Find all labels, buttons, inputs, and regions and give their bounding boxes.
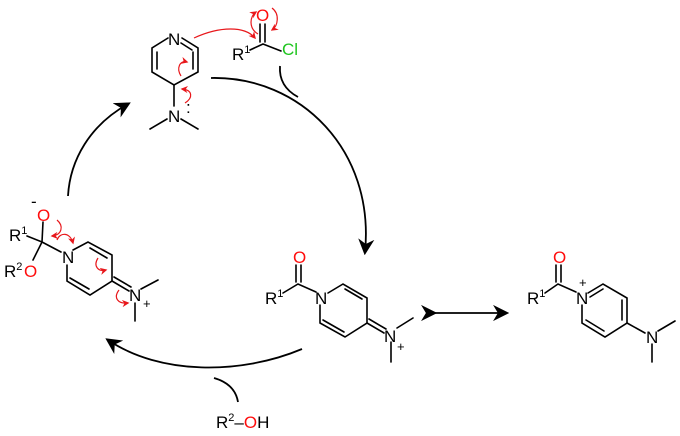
dmap-molecule: N N :: [149, 28, 256, 130]
acyl-chloride-inflow: [279, 65, 299, 98]
positive-charge: +: [397, 339, 405, 354]
carbonyl-oxygen: O: [553, 248, 566, 267]
dmap-amine-nitrogen: N: [168, 107, 180, 126]
alcohol-inflow: [213, 377, 239, 403]
amine-nitrogen: N: [646, 328, 658, 347]
r2-oh-label: R2–OH: [216, 412, 269, 432]
pyridine-nitrogen: N: [62, 248, 74, 267]
pyridinium-nitrogen: N: [576, 289, 588, 308]
cycle-arrow-release: [67, 102, 131, 197]
alcohol-reagent: R2–OH: [216, 412, 269, 432]
positive-charge: +: [143, 296, 151, 311]
r1-label: R1: [527, 288, 545, 308]
ether-oxygen: O: [24, 262, 37, 281]
positive-charge: +: [579, 275, 587, 290]
carbonyl-oxygen: O: [256, 6, 269, 25]
pyridine-nitrogen: N: [315, 289, 327, 308]
dmap-ring-nitrogen: N: [168, 30, 180, 49]
iminium-nitrogen: N: [129, 286, 141, 305]
r1-label: R1: [9, 225, 27, 245]
acylpyridinium-form-b: R1 O N + N: [527, 248, 676, 363]
alkoxide-oxygen: O: [37, 206, 50, 225]
lone-pair: :: [186, 98, 191, 117]
acylpyridinium-form-a: R1 O N N +: [265, 248, 414, 363]
cycle-arrows: [67, 65, 510, 403]
cycle-arrow-acylation: [210, 77, 375, 256]
r2-label: R2: [4, 261, 22, 281]
acyl-chloride: R1 O Cl: [232, 6, 298, 64]
cycle-arrow-addition: [105, 338, 303, 369]
chlorine: Cl: [282, 40, 298, 59]
r1-label: R1: [265, 288, 283, 308]
negative-charge: -: [31, 192, 37, 211]
iminium-nitrogen: N: [384, 327, 396, 346]
carbonyl-oxygen: O: [293, 248, 306, 267]
tetrahedral-intermediate: R1 O - R2 O N N +: [4, 192, 159, 322]
r1-label: R1: [232, 44, 250, 64]
